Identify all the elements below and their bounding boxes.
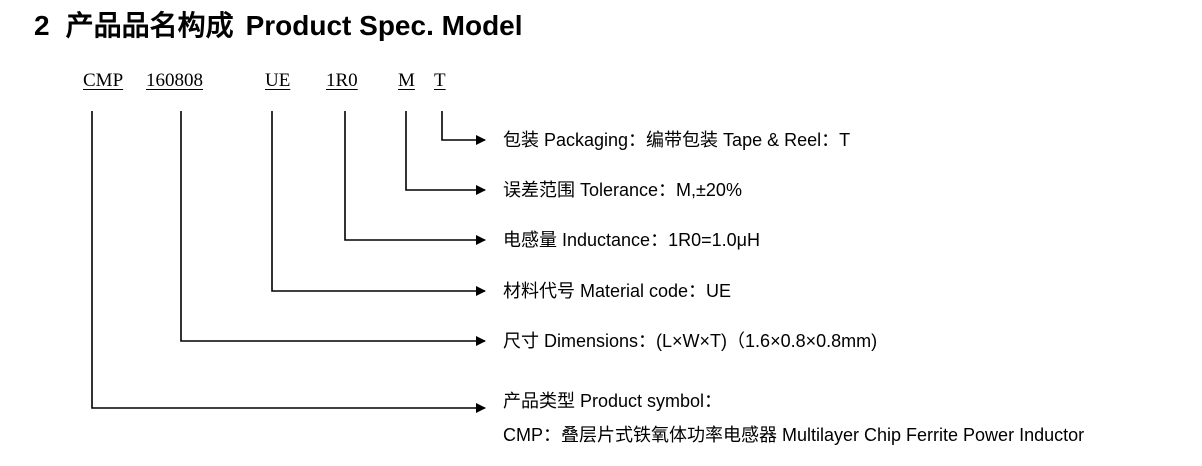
desc-product-symbol: 产品类型 Product symbol： (503, 391, 723, 411)
connector-packaging (441, 111, 486, 145)
desc-tolerance: 误差范围 Tolerance：M,±20% (503, 180, 742, 200)
desc-material: 材料代号 Material code：UE (503, 281, 732, 301)
connector-material (271, 111, 486, 296)
desc-inductance: 电感量 Inductance：1R0=1.0μH (503, 230, 760, 250)
connector-inductance (344, 111, 486, 245)
connector-tolerance (405, 111, 486, 195)
desc-cmp-definition: CMP：叠层片式铁氧体功率电感器 Multilayer Chip Ferrite… (503, 425, 1085, 445)
code-part-inductance: 1R0 (326, 70, 358, 91)
desc-packaging: 包装 Packaging：编带包装 Tape & Reel：T (503, 130, 851, 150)
connector-product (91, 111, 486, 413)
section-heading: 2 产品品名构成 Product Spec. Model (34, 6, 523, 46)
code-part-dimensions: 160808 (146, 70, 203, 91)
section-number: 2 (34, 10, 50, 41)
code-part-packaging: T (434, 70, 446, 91)
code-part-product: CMP (83, 70, 124, 91)
section-title-en: Product Spec. Model (245, 10, 523, 41)
connector-dimensions (180, 111, 486, 346)
code-part-tolerance: M (398, 70, 415, 91)
code-part-material: UE (265, 70, 291, 91)
section-title-cn: 产品品名构成 (65, 9, 234, 42)
desc-dimensions: 尺寸 Dimensions：(L×W×T)（1.6×0.8×0.8mm) (503, 331, 878, 351)
